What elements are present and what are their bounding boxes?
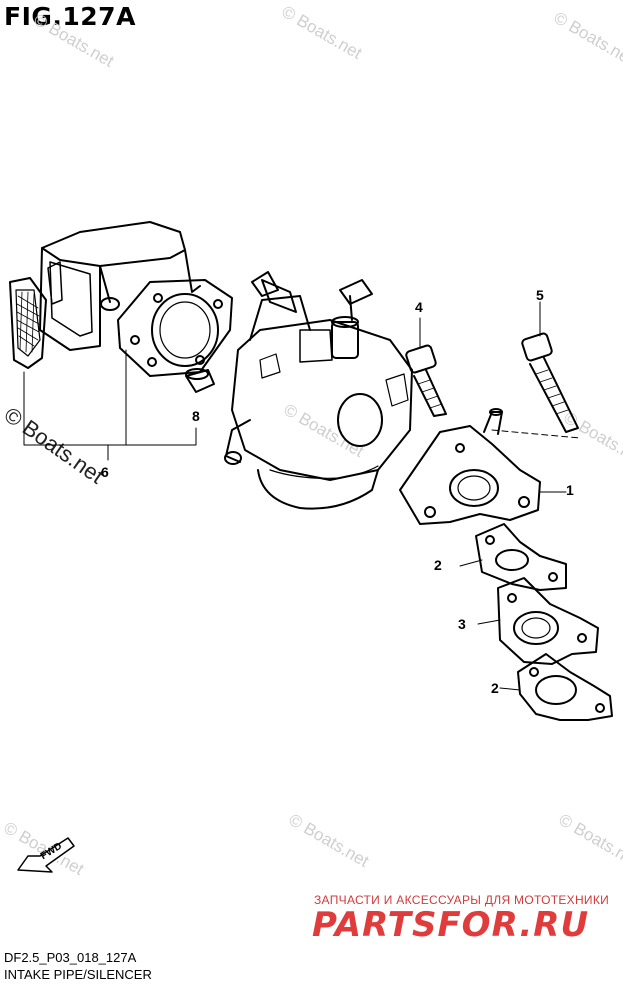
leader-lines bbox=[23, 301, 581, 691]
gasket-2-upper bbox=[475, 523, 567, 591]
callout-5[interactable]: 5 bbox=[536, 287, 544, 303]
carburetor bbox=[224, 271, 413, 510]
callout-1[interactable]: 1 bbox=[566, 482, 574, 498]
bolt-5 bbox=[521, 332, 579, 433]
figure-code: DF2.5_P03_018_127A bbox=[4, 950, 137, 965]
intake-silencer-case bbox=[39, 221, 233, 377]
callout-2-lower[interactable]: 2 bbox=[491, 680, 499, 696]
collar bbox=[185, 368, 215, 393]
callout-8[interactable]: 8 bbox=[192, 408, 200, 424]
callout-6[interactable]: 6 bbox=[101, 464, 109, 480]
gasket-2-lower bbox=[517, 653, 613, 721]
intake-pipe-1 bbox=[399, 408, 541, 525]
callout-2-upper[interactable]: 2 bbox=[434, 557, 442, 573]
callout-4[interactable]: 4 bbox=[415, 299, 423, 315]
ad-brand-logo: PARTSFOR.RU bbox=[312, 905, 590, 945]
spacer-3 bbox=[497, 577, 599, 665]
ad-tagline: ЗАПЧАСТИ И АКСЕССУАРЫ ДЛЯ МОТОТЕХНИКИ bbox=[314, 893, 610, 907]
figure-title: FIG.127A bbox=[4, 2, 136, 31]
figure-name: INTAKE PIPE/SILENCER bbox=[4, 967, 152, 982]
bolt-4 bbox=[405, 344, 447, 417]
callout-3[interactable]: 3 bbox=[458, 616, 466, 632]
fwd-arrow bbox=[17, 837, 75, 873]
silencer-filter bbox=[9, 277, 47, 369]
